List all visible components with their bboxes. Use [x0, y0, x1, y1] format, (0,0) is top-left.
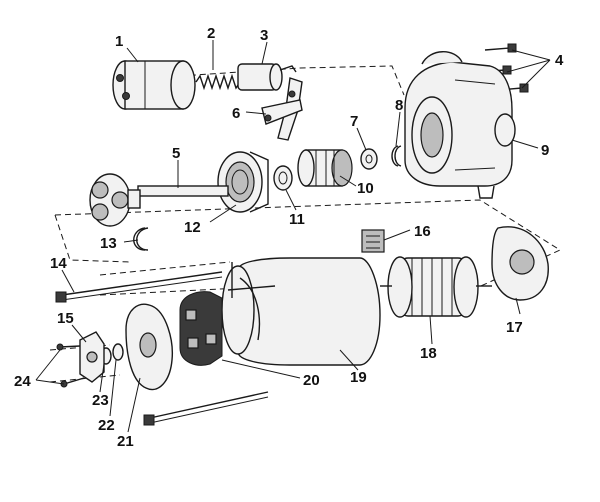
callout-20: 20 — [303, 372, 320, 389]
callout-1: 1 — [115, 33, 123, 50]
brush-plate-part — [179, 291, 223, 366]
callout-15: 15 — [57, 310, 74, 327]
circlip-part — [391, 145, 402, 167]
callout-16: 16 — [414, 223, 431, 240]
callout-19: 19 — [350, 369, 367, 386]
callout-9: 9 — [541, 142, 549, 159]
end-cover-part — [125, 303, 174, 391]
return-spring-part — [195, 73, 241, 91]
callout-11: 11 — [289, 211, 305, 228]
callout-22: 22 — [98, 417, 115, 434]
callout-4: 4 — [555, 52, 564, 69]
callout-17: 17 — [506, 319, 523, 336]
bearing-cap-part — [79, 331, 105, 383]
callout-5: 5 — [172, 145, 180, 162]
callout-6: 6 — [232, 105, 240, 122]
pinion-drive-part — [297, 149, 353, 187]
callout-23: 23 — [92, 392, 109, 409]
clip-part — [133, 227, 149, 251]
callout-14: 14 — [50, 255, 67, 272]
planet-shaft-part — [89, 173, 229, 227]
engagement-lever-part — [261, 77, 303, 141]
drive-end-housing-part — [404, 51, 516, 199]
callout-7: 7 — [350, 113, 358, 130]
end-plate-part — [491, 226, 549, 301]
callout-13: 13 — [100, 235, 117, 252]
callout-18: 18 — [420, 345, 437, 362]
callout-10: 10 — [357, 180, 374, 197]
yoke-housing-part — [221, 257, 381, 366]
callout-21: 21 — [117, 433, 134, 450]
plunger-part — [237, 63, 297, 91]
callout-8: 8 — [395, 97, 403, 114]
callout-12: 12 — [184, 219, 201, 236]
cap-screws-part — [56, 343, 85, 388]
brush-part — [361, 229, 385, 253]
armature-part — [380, 256, 492, 318]
callout-2: 2 — [207, 25, 215, 42]
solenoid-part — [112, 60, 196, 110]
callout-labels: 1 2 3 4 5 6 7 8 9 10 11 12 13 14 15 16 1… — [14, 25, 564, 450]
callout-24: 24 — [14, 373, 31, 390]
leader-lines — [35, 40, 551, 433]
through-bolts-part — [55, 271, 269, 426]
thrust-collar-part — [360, 148, 378, 170]
washer-part — [273, 165, 293, 191]
planetary-ring-part — [217, 151, 269, 213]
callout-3: 3 — [260, 27, 268, 44]
